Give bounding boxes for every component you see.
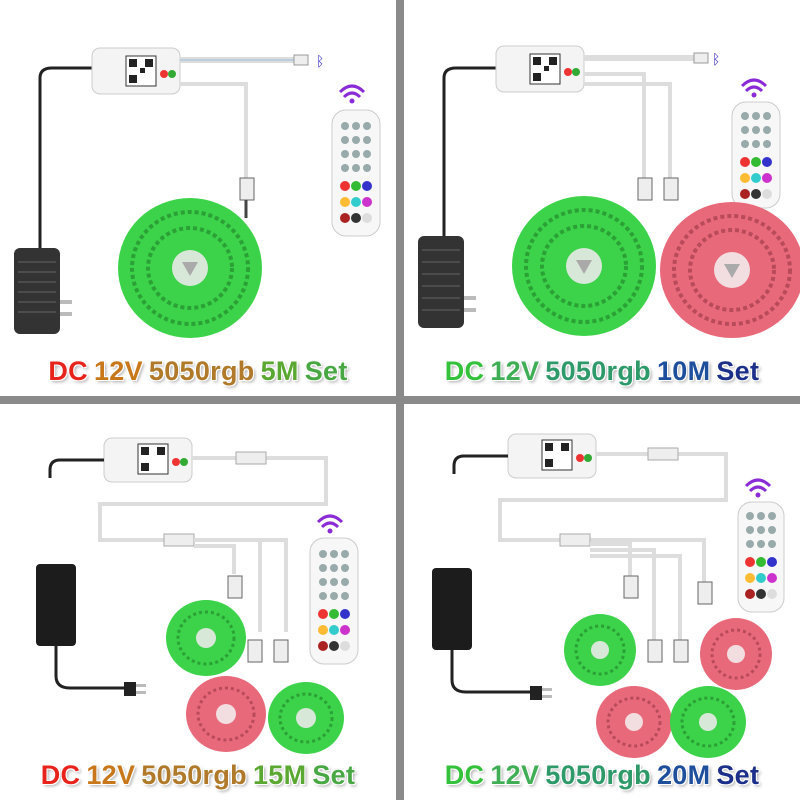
wifi-icon xyxy=(338,84,366,104)
caption-set: Set xyxy=(716,760,760,790)
led-reel-red xyxy=(186,676,266,752)
caption-volt: 12V xyxy=(490,356,540,386)
caption-length: 5M xyxy=(260,356,299,386)
led-reel-green xyxy=(268,682,344,754)
caption-set: Set xyxy=(304,356,348,386)
product-photo-10m: ᛒ xyxy=(418,45,800,338)
power-adapter xyxy=(36,564,76,646)
caption-set: Set xyxy=(312,760,356,790)
caption-set: Set xyxy=(716,356,760,386)
power-adapter xyxy=(418,236,476,328)
caption-model: 5050rgb xyxy=(141,760,247,790)
led-reel-red xyxy=(596,686,672,758)
caption-length: 10M xyxy=(656,356,711,386)
caption-length: 15M xyxy=(252,760,307,790)
bluetooth-icon: ᛒ xyxy=(712,52,720,68)
bluetooth-icon: ᛒ xyxy=(316,54,324,70)
remote-control xyxy=(737,501,785,613)
remote-control xyxy=(731,101,781,209)
wifi-icon xyxy=(316,514,344,534)
wifi-icon xyxy=(744,478,772,498)
caption-length: 20M xyxy=(656,760,711,790)
product-photo-5m: ᛒ xyxy=(14,47,381,338)
bluetooth-controller xyxy=(495,45,585,93)
caption-volt: 12V xyxy=(490,760,540,790)
power-adapter xyxy=(14,248,72,334)
led-reel-green xyxy=(166,600,246,676)
remote-control xyxy=(331,109,381,237)
caption-model: 5050rgb xyxy=(148,356,255,386)
product-photo-20m xyxy=(432,433,785,758)
dc-cable xyxy=(38,66,98,248)
led-reel-green xyxy=(512,196,656,336)
caption-model: 5050rgb xyxy=(545,760,651,790)
caption-volt: 12V xyxy=(86,760,136,790)
caption-dc: DC xyxy=(48,356,88,386)
led-reel-green xyxy=(564,614,636,686)
caption-model: 5050rgb xyxy=(545,356,651,386)
remote-control xyxy=(309,537,359,665)
product-panel-10m: ᛒ xyxy=(404,0,800,396)
led-reel-green xyxy=(118,198,262,338)
caption-volt: 12V xyxy=(93,356,143,386)
led-reel-red xyxy=(660,202,800,338)
led-reel-red xyxy=(700,618,772,690)
bluetooth-controller xyxy=(103,437,193,483)
caption-dc: DC xyxy=(40,760,81,790)
caption-dc: DC xyxy=(444,356,485,386)
product-photo-15m xyxy=(36,437,359,754)
wifi-icon xyxy=(740,78,768,98)
bluetooth-controller xyxy=(91,47,181,95)
caption-dc: DC xyxy=(444,760,485,790)
bluetooth-controller xyxy=(507,433,597,479)
power-adapter xyxy=(432,568,472,650)
led-reel-green xyxy=(670,686,746,758)
